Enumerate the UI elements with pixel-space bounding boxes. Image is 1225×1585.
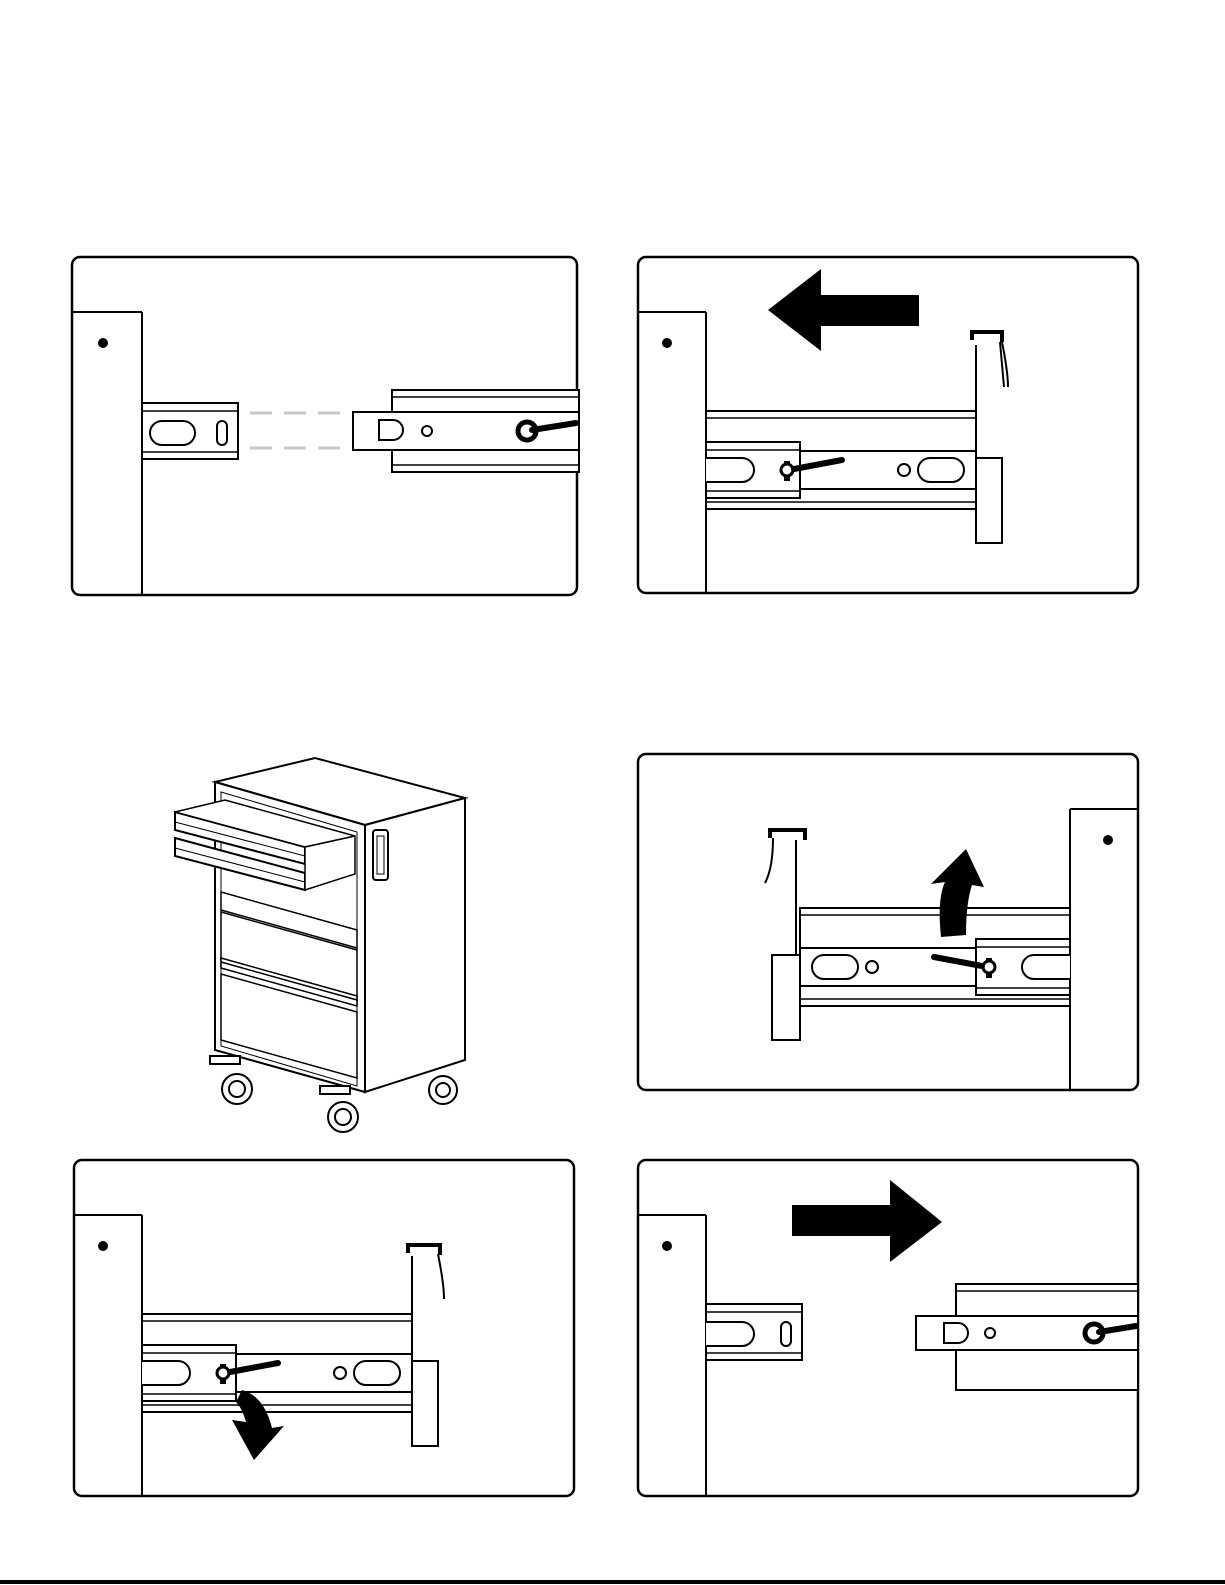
cabinet-slide-member — [706, 1304, 802, 1360]
step-4-panel — [636, 752, 1146, 1097]
step-5-panel — [72, 1158, 582, 1503]
drawer-slide-member — [706, 411, 976, 509]
step-2-illustration — [636, 255, 1146, 600]
step-6-panel — [636, 1158, 1146, 1503]
cabinet-screw — [662, 338, 672, 348]
tool-cabinet-illustration — [165, 752, 475, 1137]
step-4-illustration — [636, 752, 1146, 1097]
cabinet-screw — [1103, 835, 1113, 845]
step-5-illustration — [72, 1158, 582, 1503]
page-bottom-rule — [0, 1580, 1225, 1584]
drawer-slide-member — [800, 908, 1070, 1006]
step-1-panel — [70, 255, 580, 600]
cabinet-screw — [98, 1241, 108, 1251]
cabinet-slide-member — [142, 403, 238, 459]
cabinet-screw — [98, 338, 108, 348]
cabinet-screw — [662, 1241, 672, 1251]
step-2-panel — [636, 255, 1146, 600]
drawer-slide-member — [142, 1314, 412, 1412]
step-6-illustration — [636, 1158, 1146, 1503]
step-1-illustration — [70, 255, 580, 600]
step-3-panel — [165, 752, 475, 1137]
